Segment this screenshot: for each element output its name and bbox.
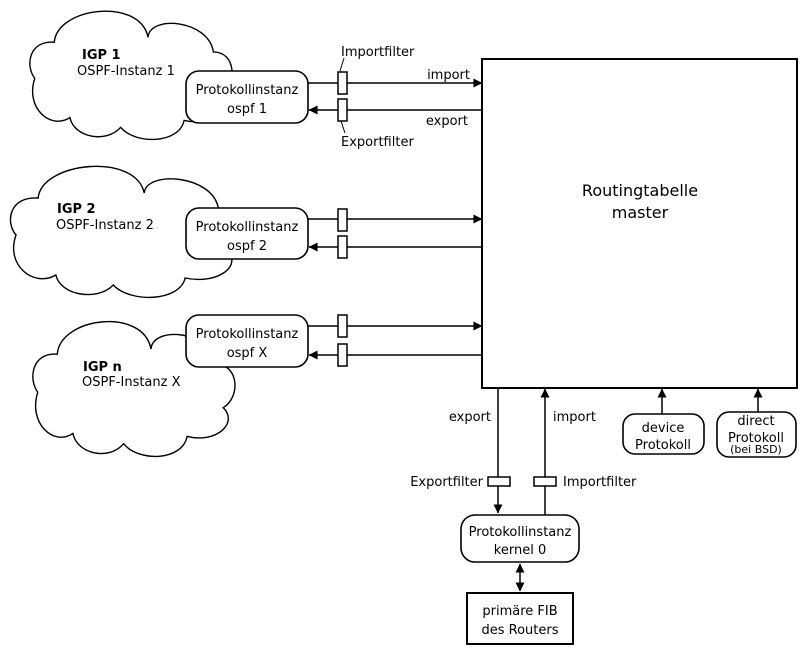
cloud-2-subtitle: OSPF-Instanz 2 <box>56 218 154 233</box>
routing-table-box <box>481 58 798 389</box>
import-filter-rect-bottom <box>533 476 557 487</box>
device-box-line1: device <box>642 421 685 436</box>
importfilter-top-label: Importfilter <box>341 45 415 60</box>
ospf-x-box-line2: ospf X <box>227 346 268 361</box>
protocol-box-ospf-2 <box>185 207 309 260</box>
import-filter-rect-row2 <box>337 208 348 232</box>
fib-box-line2: des Routers <box>481 623 558 638</box>
export-filter-rect-row3 <box>337 343 348 367</box>
fib-box-line1: primäre FIB <box>482 604 557 619</box>
export-down-label: export <box>449 410 491 425</box>
importfilter-bottom-label: Importfilter <box>563 475 637 490</box>
direct-protocol-box <box>716 411 797 458</box>
import-filter-rect-row1 <box>337 71 348 95</box>
importfilter-connector-line <box>339 57 345 72</box>
import-up-label: import <box>553 410 596 425</box>
direct-box-line1: direct <box>737 414 774 429</box>
ospf-2-box-line2: ospf 2 <box>227 239 267 254</box>
routing-table-title-line1: Routingtabelle <box>582 181 698 200</box>
export-filter-rect-row2 <box>337 235 348 259</box>
export-filter-rect-bottom <box>487 476 511 487</box>
device-box-line2: Protokoll <box>635 438 691 453</box>
exportfilter-top-label: Exportfilter <box>341 135 414 150</box>
import-row1-label: import <box>427 68 470 83</box>
direct-box-line3: (bei BSD) <box>730 443 782 456</box>
exportfilter-bottom-label: Exportfilter <box>410 475 483 490</box>
protocol-box-ospf-1 <box>185 70 309 124</box>
routing-table-title-line2: master <box>612 203 669 222</box>
kernel-box-line2: kernel 0 <box>494 543 546 558</box>
direct-box-line2: Protokoll <box>728 431 784 446</box>
kernel-box-line1: Protokollinstanz <box>469 525 572 540</box>
cloud-3-title: IGP n <box>83 360 122 375</box>
cloud-1-title: IGP 1 <box>82 48 121 63</box>
cloud-2-title: IGP 2 <box>57 202 96 217</box>
protocol-box-ospf-x <box>185 314 309 368</box>
cloud-1-subtitle: OSPF-Instanz 1 <box>77 64 175 79</box>
export-filter-rect-row1 <box>337 98 348 122</box>
export-row1-label: export <box>426 114 468 129</box>
device-protocol-box <box>622 413 705 455</box>
cloud-3-subtitle: OSPF-Instanz X <box>82 375 181 390</box>
ospf-2-box-line1: Protokollinstanz <box>196 220 299 235</box>
ospf-1-box-line2: ospf 1 <box>227 102 267 117</box>
ospf-1-box-line1: Protokollinstanz <box>196 83 299 98</box>
ospf-x-box-line1: Protokollinstanz <box>196 327 299 342</box>
exportfilter-connector-line <box>340 120 346 134</box>
fib-box <box>466 592 574 645</box>
protocol-box-kernel <box>460 514 580 563</box>
import-filter-rect-row3 <box>337 314 348 338</box>
